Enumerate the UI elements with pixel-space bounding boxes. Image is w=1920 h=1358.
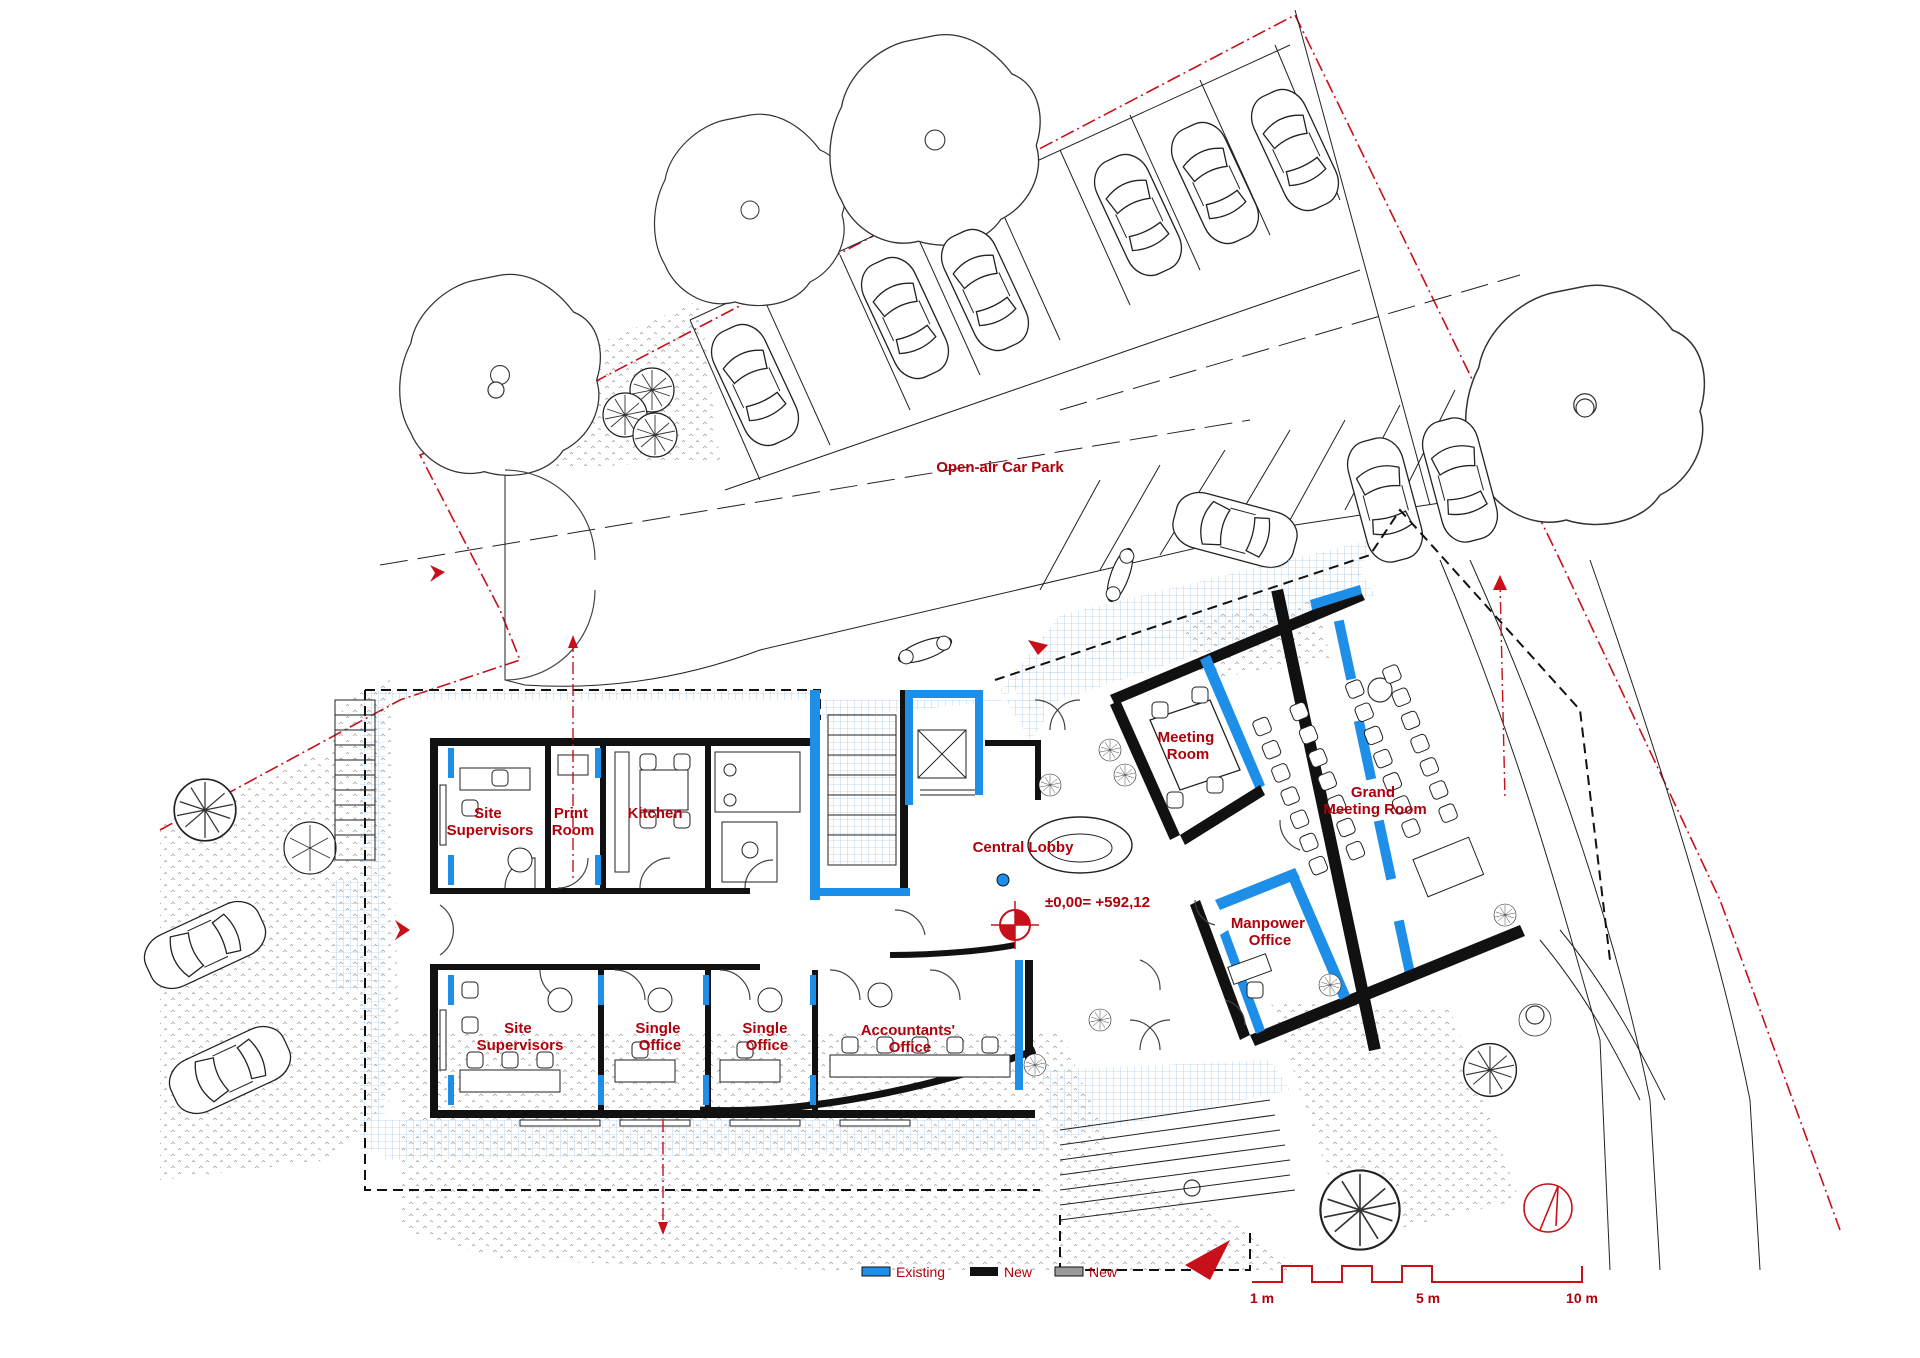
legend-swatch-new-grey	[1054, 1266, 1084, 1277]
room-label-site-supervisors-north: Site Supervisors	[447, 805, 534, 839]
tree-icon	[653, 113, 847, 307]
legend: Existing New New	[861, 1264, 1118, 1280]
entrance-arrow-icon	[395, 920, 410, 940]
motorbike-icon	[897, 635, 953, 665]
trees	[173, 33, 1706, 1251]
shrub-icon	[173, 778, 237, 842]
parked-cars	[136, 81, 1504, 1123]
annotation-marks	[395, 565, 1573, 1280]
car-icon	[1167, 486, 1303, 574]
legend-swatch-existing	[861, 1266, 891, 1277]
elevation-marker-icon	[991, 901, 1039, 949]
entrance-arrow-icon	[1028, 640, 1048, 655]
room-label-meeting-room: Meeting Room	[1158, 729, 1219, 763]
car-icon	[1162, 114, 1268, 252]
legend-label-existing: Existing	[896, 1264, 945, 1280]
entrance-arrow-icon	[430, 565, 445, 582]
shrub-icon	[1462, 1042, 1518, 1098]
area-label-car-park: Open-air Car Park	[936, 459, 1064, 476]
scale-label-10m: 10 m	[1566, 1290, 1598, 1306]
tree-icon	[829, 33, 1041, 246]
room-label-single-office-2: Single Office	[742, 1020, 791, 1054]
tree-icon	[399, 273, 601, 476]
shrub-icon	[632, 412, 678, 458]
scale-label-5m: 5 m	[1416, 1290, 1440, 1306]
legend-swatch-new	[970, 1267, 998, 1276]
elevation-label: ±0,00= +592,12	[1045, 894, 1150, 911]
room-label-site-supervisors-south: Site Supervisors	[477, 1020, 564, 1054]
car-icon	[1085, 146, 1191, 284]
walls	[430, 585, 1525, 1127]
room-label-grand-meeting-room: Grand Meeting Room	[1323, 784, 1426, 818]
room-label-kitchen: Kitchen	[627, 805, 682, 822]
stair-core	[827, 714, 975, 866]
room-label-accountants-office: Accountants' Office	[861, 1022, 960, 1056]
room-label-print-room: Print Room	[552, 805, 595, 839]
car-icon	[932, 221, 1038, 359]
scale-bar: 1 m 5 m 10 m	[1250, 1265, 1598, 1306]
room-labels: Site Supervisors Print Room Kitchen Site…	[447, 459, 1427, 1056]
room-label-central-lobby: Central Lobby	[973, 839, 1074, 856]
room-label-single-office-1: Single Office	[635, 1020, 684, 1054]
shrub-icon	[1319, 1169, 1401, 1251]
legend-label-new-grey: New	[1089, 1264, 1118, 1280]
entrance-arrow-icon	[1185, 1240, 1230, 1280]
room-label-manpower-office: Manpower Office	[1231, 915, 1309, 949]
furniture	[459, 663, 1517, 1093]
doors	[439, 469, 1301, 1051]
motorbike-icon	[1105, 547, 1135, 603]
car-icon	[1242, 81, 1348, 219]
scale-label-1m: 1 m	[1250, 1290, 1274, 1306]
north-arrow-icon	[1523, 1183, 1573, 1233]
legend-label-new: New	[1004, 1264, 1033, 1280]
